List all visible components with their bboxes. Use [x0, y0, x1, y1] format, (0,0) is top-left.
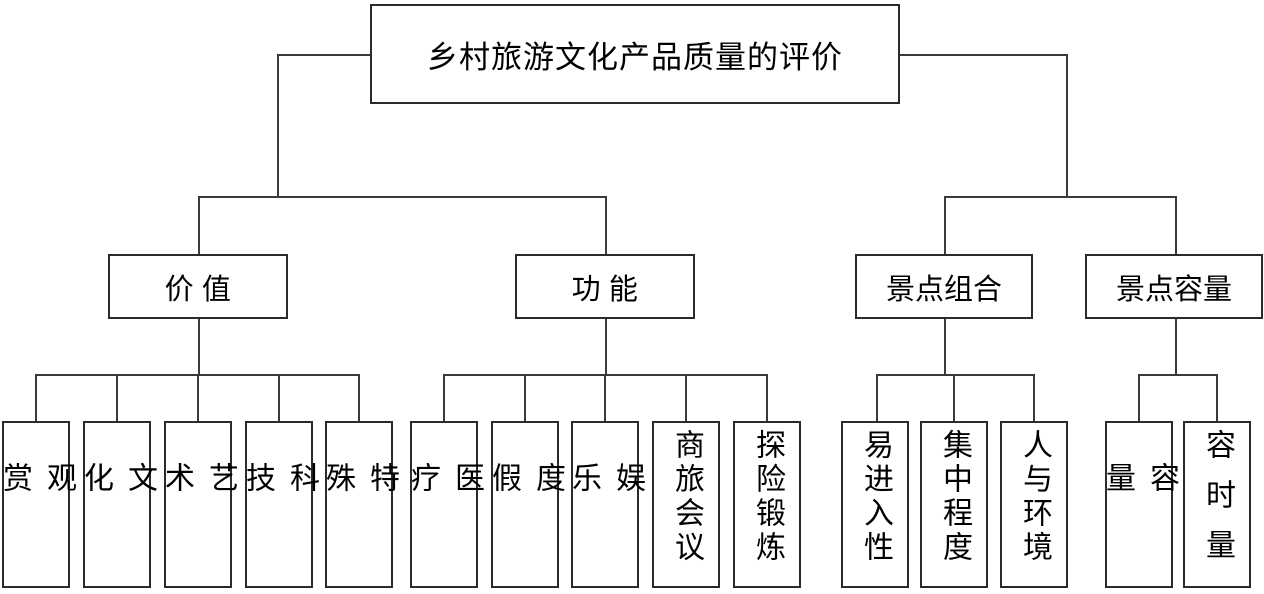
- leaf-node-sightseeing-label: 观赏: [0, 462, 75, 547]
- leaf-node-concentration-degree[interactable]: 集中程度: [920, 421, 988, 588]
- leaf-node-concentration-degree-label: 集中程度: [938, 429, 971, 565]
- connector-capacity-bar: [1138, 374, 1218, 376]
- leaf-node-medical[interactable]: 医疗: [406, 421, 483, 588]
- connector-capacity-stem: [1175, 319, 1177, 375]
- leaf-node-accessibility-label: 易进入性: [859, 429, 892, 565]
- connector-bar-right-group: [944, 196, 1177, 198]
- connector-combination-stem: [944, 319, 946, 375]
- leaf-node-capacity-volume-label: 容量: [1101, 462, 1178, 547]
- connector-value-stem: [198, 319, 200, 375]
- connector-root-right-h: [898, 54, 1068, 56]
- leaf-node-culture[interactable]: 文化: [79, 421, 156, 588]
- level2-node-function[interactable]: 功 能: [515, 254, 695, 319]
- leaf-node-entertainment-label: 娱乐: [567, 462, 644, 547]
- level2-node-value[interactable]: 价 值: [108, 254, 288, 319]
- connector-drop-spot-combination: [944, 196, 946, 255]
- leaf-node-people-environment-label: 人与环境: [1018, 429, 1051, 565]
- leaf-node-technology[interactable]: 科技: [241, 421, 318, 588]
- leaf-node-art[interactable]: 艺术: [160, 421, 237, 588]
- connector-drop-spot-capacity: [1175, 196, 1177, 255]
- level2-node-spot-capacity-label: 景点容量: [1115, 273, 1232, 306]
- leaf-node-adventure-exercise[interactable]: 探险锻炼: [733, 421, 801, 588]
- leaf-node-art-label: 艺术: [160, 462, 237, 547]
- leaf-node-medical-label: 医疗: [406, 462, 483, 547]
- connector-bar-left-group: [198, 196, 607, 198]
- leaf-node-accessibility[interactable]: 易进入性: [841, 421, 909, 588]
- connector-root-left-v: [277, 54, 279, 198]
- connector-function-leaf-2: [524, 374, 526, 422]
- level2-node-spot-capacity[interactable]: 景点容量: [1085, 254, 1263, 319]
- leaf-node-special-label: 特殊: [321, 462, 398, 547]
- connector-combination-leaf-2: [953, 374, 955, 422]
- leaf-node-capacity-volume[interactable]: 容量: [1101, 421, 1178, 588]
- connector-drop-value: [198, 196, 200, 255]
- leaf-node-vacation[interactable]: 度假: [487, 421, 564, 588]
- connector-value-leaf-5: [358, 374, 360, 422]
- connector-capacity-leaf-1: [1138, 374, 1140, 422]
- leaf-node-sightseeing[interactable]: 观赏: [0, 421, 75, 588]
- leaf-node-adventure-exercise-label: 探险锻炼: [751, 429, 784, 565]
- leaf-node-capacity-time-volume-label: 容时量: [1201, 429, 1234, 579]
- leaf-node-entertainment[interactable]: 娱乐: [567, 421, 644, 588]
- connector-value-leaf-3: [197, 374, 199, 422]
- root-node[interactable]: 乡村旅游文化产品质量的评价: [370, 4, 900, 104]
- connector-combination-bar: [876, 374, 1035, 376]
- leaf-node-special[interactable]: 特殊: [321, 421, 398, 588]
- leaf-node-people-environment[interactable]: 人与环境: [1000, 421, 1068, 588]
- connector-capacity-leaf-2: [1216, 374, 1218, 422]
- leaf-node-business-conference[interactable]: 商旅会议: [652, 421, 720, 588]
- connector-function-leaf-4: [685, 374, 687, 422]
- connector-value-leaf-4: [278, 374, 280, 422]
- leaf-node-vacation-label: 度假: [487, 462, 564, 547]
- connector-root-right-v: [1066, 54, 1068, 198]
- leaf-node-business-conference-label: 商旅会议: [670, 429, 703, 565]
- level2-node-spot-combination[interactable]: 景点组合: [855, 254, 1033, 319]
- connector-function-leaf-1: [443, 374, 445, 422]
- connector-combination-leaf-3: [1033, 374, 1035, 422]
- level2-node-value-label: 价 值: [164, 273, 232, 306]
- connector-combination-leaf-1: [876, 374, 878, 422]
- level2-node-function-label: 功 能: [571, 273, 639, 306]
- connector-function-stem: [605, 319, 607, 375]
- connector-function-leaf-5: [766, 374, 768, 422]
- leaf-node-culture-label: 文化: [79, 462, 156, 547]
- root-node-label: 乡村旅游文化产品质量的评价: [427, 39, 843, 75]
- leaf-node-capacity-time-volume[interactable]: 容时量: [1183, 421, 1251, 588]
- connector-drop-function: [605, 196, 607, 255]
- connector-value-leaf-2: [116, 374, 118, 422]
- leaf-node-technology-label: 科技: [241, 462, 318, 547]
- connector-function-leaf-3: [604, 374, 606, 422]
- connector-root-left-h: [277, 54, 372, 56]
- connector-value-leaf-1: [35, 374, 37, 422]
- level2-node-spot-combination-label: 景点组合: [885, 273, 1002, 306]
